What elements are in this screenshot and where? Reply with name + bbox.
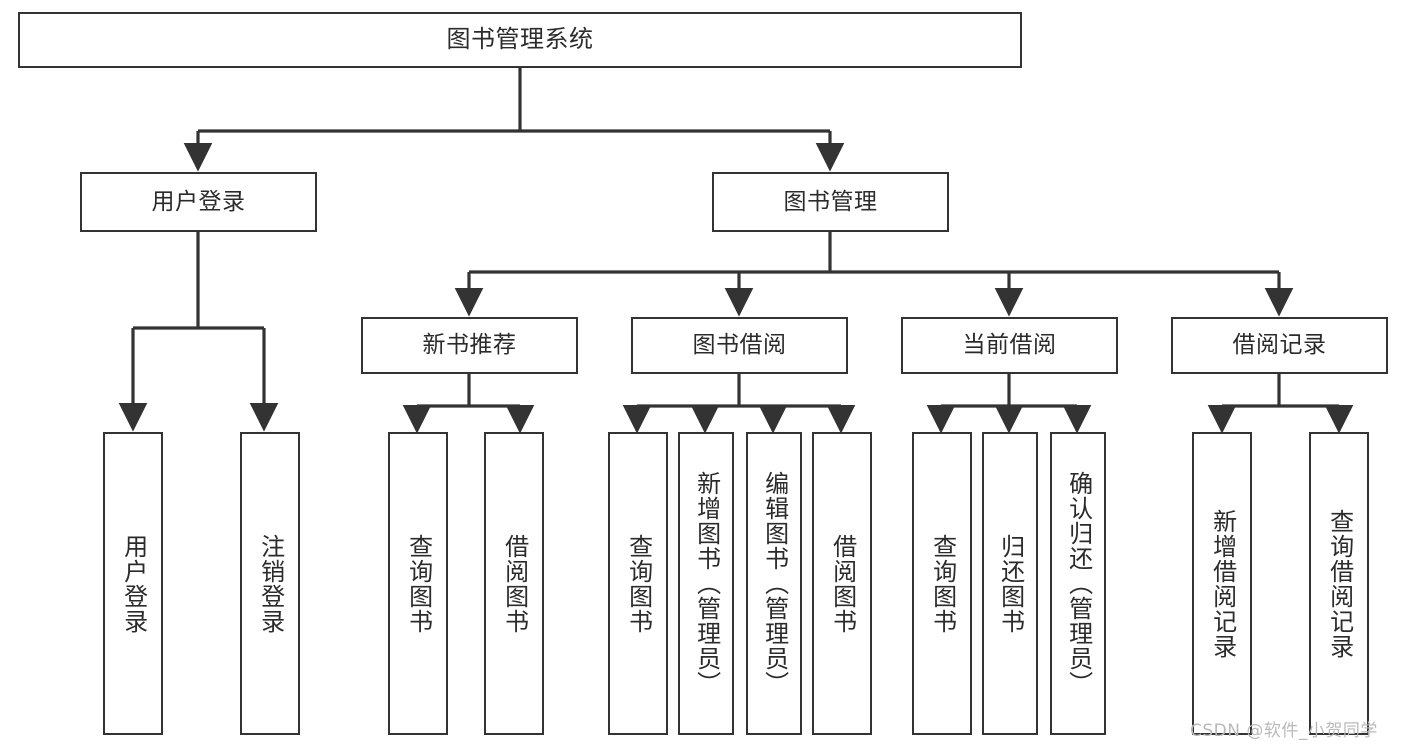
node-root[interactable]: 图书管理系统 <box>18 12 1022 68</box>
node-book-borrow[interactable]: 图书借阅 <box>631 317 848 374</box>
node-leaf-edit-book[interactable]: 编辑图书（管理员） <box>746 432 802 735</box>
csdn-watermark: CSDN @软件_小贺同学 <box>1190 721 1378 741</box>
node-leaf-confirm-return[interactable]: 确认归还（管理员） <box>1050 432 1106 735</box>
node-borrow-record[interactable]: 借阅记录 <box>1171 317 1388 374</box>
node-leaf-borrow-book-2[interactable]: 借阅图书 <box>812 432 872 735</box>
node-leaf-add-book-label: 新增图书（管理员） <box>692 471 721 696</box>
node-borrow-record-label: 借阅记录 <box>1232 332 1327 359</box>
node-leaf-edit-book-label: 编辑图书（管理员） <box>760 471 789 696</box>
node-new-book-recommend-label: 新书推荐 <box>422 332 517 359</box>
node-leaf-query-book-3-label: 查询图书 <box>928 533 957 634</box>
node-leaf-query-book-1-label: 查询图书 <box>404 533 433 634</box>
node-leaf-add-record-label: 新增借阅记录 <box>1208 508 1237 659</box>
node-leaf-borrow-book-1-label: 借阅图书 <box>500 533 529 634</box>
node-leaf-user-login[interactable]: 用户登录 <box>103 432 163 735</box>
node-leaf-borrow-book-1[interactable]: 借阅图书 <box>484 432 544 735</box>
node-leaf-user-login-label: 用户登录 <box>119 533 148 634</box>
node-current-borrow[interactable]: 当前借阅 <box>901 317 1118 374</box>
node-book-borrow-label: 图书借阅 <box>692 332 787 359</box>
node-leaf-query-record-label: 查询借阅记录 <box>1325 508 1354 659</box>
node-leaf-query-record[interactable]: 查询借阅记录 <box>1309 432 1369 735</box>
node-leaf-return-book-label: 归还图书 <box>996 533 1025 634</box>
node-leaf-confirm-return-label: 确认归还（管理员） <box>1064 471 1093 696</box>
node-leaf-query-book-1[interactable]: 查询图书 <box>388 432 448 735</box>
node-leaf-logout-login[interactable]: 注销登录 <box>240 432 300 735</box>
node-user-login-label: 用户登录 <box>151 188 246 215</box>
node-leaf-query-book-2-label: 查询图书 <box>624 533 653 634</box>
node-leaf-add-book[interactable]: 新增图书（管理员） <box>678 432 734 735</box>
node-leaf-borrow-book-2-label: 借阅图书 <box>828 533 857 634</box>
node-leaf-return-book[interactable]: 归还图书 <box>982 432 1038 735</box>
node-leaf-query-book-2[interactable]: 查询图书 <box>608 432 668 735</box>
node-leaf-logout-login-label: 注销登录 <box>256 533 285 634</box>
node-leaf-query-book-3[interactable]: 查询图书 <box>912 432 972 735</box>
node-new-book-recommend[interactable]: 新书推荐 <box>361 317 578 374</box>
node-user-login[interactable]: 用户登录 <box>80 172 317 232</box>
node-book-manage-label: 图书管理 <box>783 188 878 215</box>
node-book-manage[interactable]: 图书管理 <box>712 172 949 232</box>
node-current-borrow-label: 当前借阅 <box>962 332 1057 359</box>
node-root-label: 图书管理系统 <box>446 25 594 54</box>
node-leaf-add-record[interactable]: 新增借阅记录 <box>1192 432 1252 735</box>
